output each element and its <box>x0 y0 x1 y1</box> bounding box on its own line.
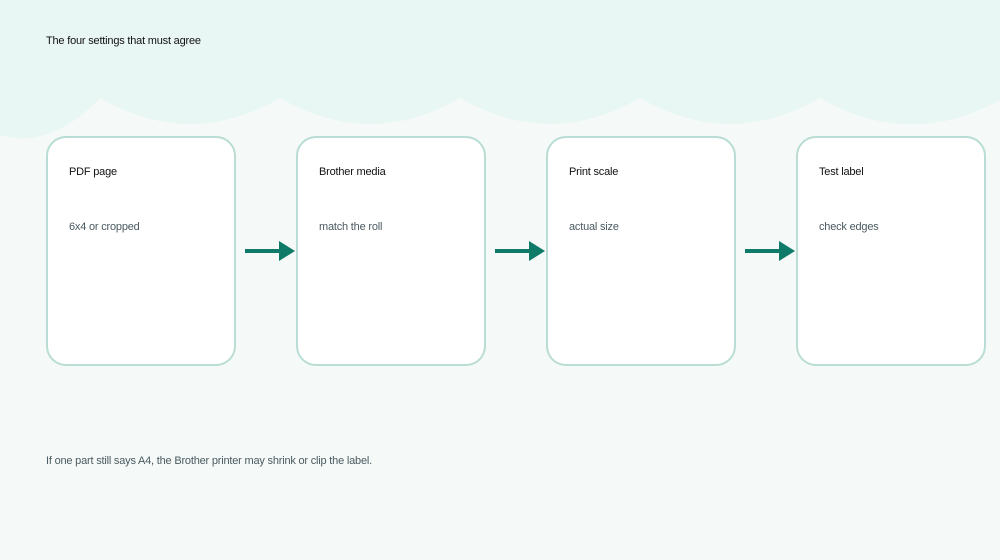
right-arrow-icon <box>745 241 795 261</box>
step-description: 6x4 or cropped <box>69 221 140 233</box>
step-card-test-label: Test label check edges <box>796 136 986 366</box>
step-title: Brother media <box>319 166 386 178</box>
step-title: PDF page <box>69 166 117 178</box>
footer-note: If one part still says A4, the Brother p… <box>46 455 372 467</box>
step-card-print-scale: Print scale actual size <box>546 136 736 366</box>
step-description: actual size <box>569 221 619 233</box>
step-card-pdf-page: PDF page 6x4 or cropped <box>46 136 236 366</box>
step-title: Test label <box>819 166 864 178</box>
diagram-title: The four settings that must agree <box>46 35 201 47</box>
step-title: Print scale <box>569 166 619 178</box>
step-card-brother-media: Brother media match the roll <box>296 136 486 366</box>
right-arrow-icon <box>495 241 545 261</box>
right-arrow-icon <box>245 241 295 261</box>
step-description: match the roll <box>319 221 383 233</box>
step-description: check edges <box>819 221 879 233</box>
